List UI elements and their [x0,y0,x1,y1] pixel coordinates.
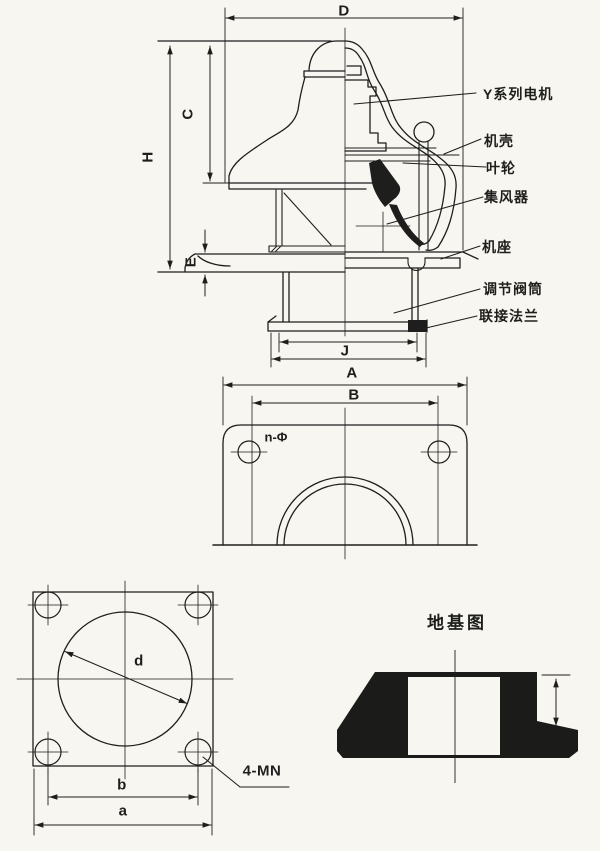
dim-label-J: J [340,342,350,360]
leader-lines [353,92,487,329]
square-flange-dimensions [33,651,290,836]
part-label-motor: Y系列电机 [483,86,554,102]
impeller-blade-curve [389,204,424,247]
square-flange-drawing [16,580,234,780]
part-label-valve-tube: 调节阀筒 [483,281,543,297]
dim-label-d: d [134,652,144,670]
leader-casing [443,138,482,155]
impeller-blade [369,159,401,207]
leader-join-flange [425,315,478,329]
section-dimensions [167,7,464,368]
part-label-join-flange: 联接法兰 [479,308,539,324]
dim-label-A: A [346,364,358,382]
leader-valve-tube [393,288,481,314]
dim-label-C: C [179,108,197,120]
dim-label-E: E [182,256,200,268]
leader-collector [386,196,484,225]
dim-label-D: D [338,2,350,20]
flange-plan-drawing [212,395,478,560]
dim-line-d [64,651,188,704]
fan-section-drawing [157,27,479,337]
plan-dimensions [222,376,468,426]
leader-impeller [402,162,487,168]
foundation-title: 地基图 [427,613,487,633]
bolt-thread-label: 4-MN [242,762,282,780]
leader-base [440,245,481,260]
dim-label-b: b [117,776,127,794]
part-label-casing: 机壳 [484,133,514,149]
part-label-collector: 集风器 [484,189,529,205]
dim-label-a: a [118,802,128,820]
leader-bolt-thread [202,756,290,788]
dim-label-H: H [139,151,157,163]
foundation-opening [408,677,500,755]
part-label-impeller: 叶轮 [486,160,516,176]
holes-count-label: n-Φ [264,429,288,445]
dim-label-B: B [348,386,360,404]
leader-motor [353,92,477,105]
foundation-drawing [337,650,578,783]
part-label-base: 机座 [482,239,512,255]
ball-knob [413,121,435,143]
flange-gasket [408,320,427,332]
